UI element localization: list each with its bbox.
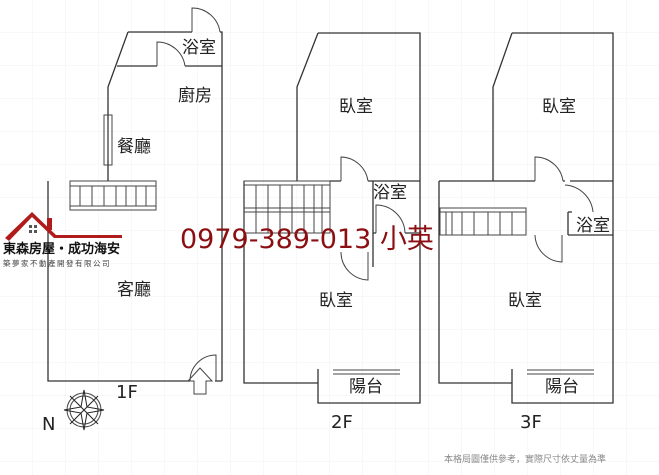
floor-1f: 浴室 廚房 餐廳 客廳 1F: [47, 7, 223, 403]
room-label-bedroom: 臥室: [542, 97, 576, 117]
room-label-living: 客廳: [117, 280, 151, 300]
disclaimer: 本格局圖僅供參考，實際尺寸依丈量為準: [444, 453, 606, 465]
room-label-kitchen: 廚房: [178, 85, 212, 106]
room-label-bedroom: 臥室: [508, 291, 542, 311]
north-label: N: [42, 414, 55, 435]
company-logo: 東森房屋・成功海安 築夢家不動產開發有限公司: [3, 212, 122, 268]
door-icon: [156, 7, 221, 67]
door-icon: [534, 156, 594, 263]
floor-label-2f: 2F: [331, 412, 353, 433]
staircase-icon: [439, 207, 527, 236]
floor-3f: 臥室 浴室 臥室 陽台 3F: [438, 32, 614, 433]
sliding-window-icon: [333, 369, 400, 375]
room-label-bath: 浴室: [182, 38, 216, 58]
room-label-bedroom: 臥室: [319, 291, 353, 311]
door-icon: [340, 156, 406, 281]
floor-label-1f: 1F: [116, 382, 138, 403]
house-roof-icon: [5, 212, 122, 241]
contact-phone: 0979-389-013 小英: [180, 224, 434, 255]
room-label-bath: 浴室: [373, 183, 407, 203]
room-label-balcony: 陽台: [349, 377, 383, 397]
staircase-icon: [243, 180, 331, 234]
floor-label-3f: 3F: [520, 412, 542, 433]
room-label-bedroom: 臥室: [339, 97, 373, 117]
logo-company: 築夢家不動產開發有限公司: [3, 258, 111, 268]
floor-2f: 臥室 浴室 臥室 陽台 2F: [243, 32, 421, 433]
window-icon: [103, 114, 113, 166]
compass-icon: [63, 389, 105, 431]
staircase-icon: [69, 180, 157, 211]
sliding-window-icon: [527, 369, 594, 375]
logo-name: 東森房屋・成功海安: [3, 241, 120, 257]
room-label-dining: 餐廳: [117, 137, 151, 157]
entry-door-icon: [189, 354, 217, 382]
entrance-arrow-icon: [186, 367, 214, 395]
room-label-balcony: 陽台: [545, 377, 579, 397]
room-label-bath: 浴室: [576, 216, 610, 236]
